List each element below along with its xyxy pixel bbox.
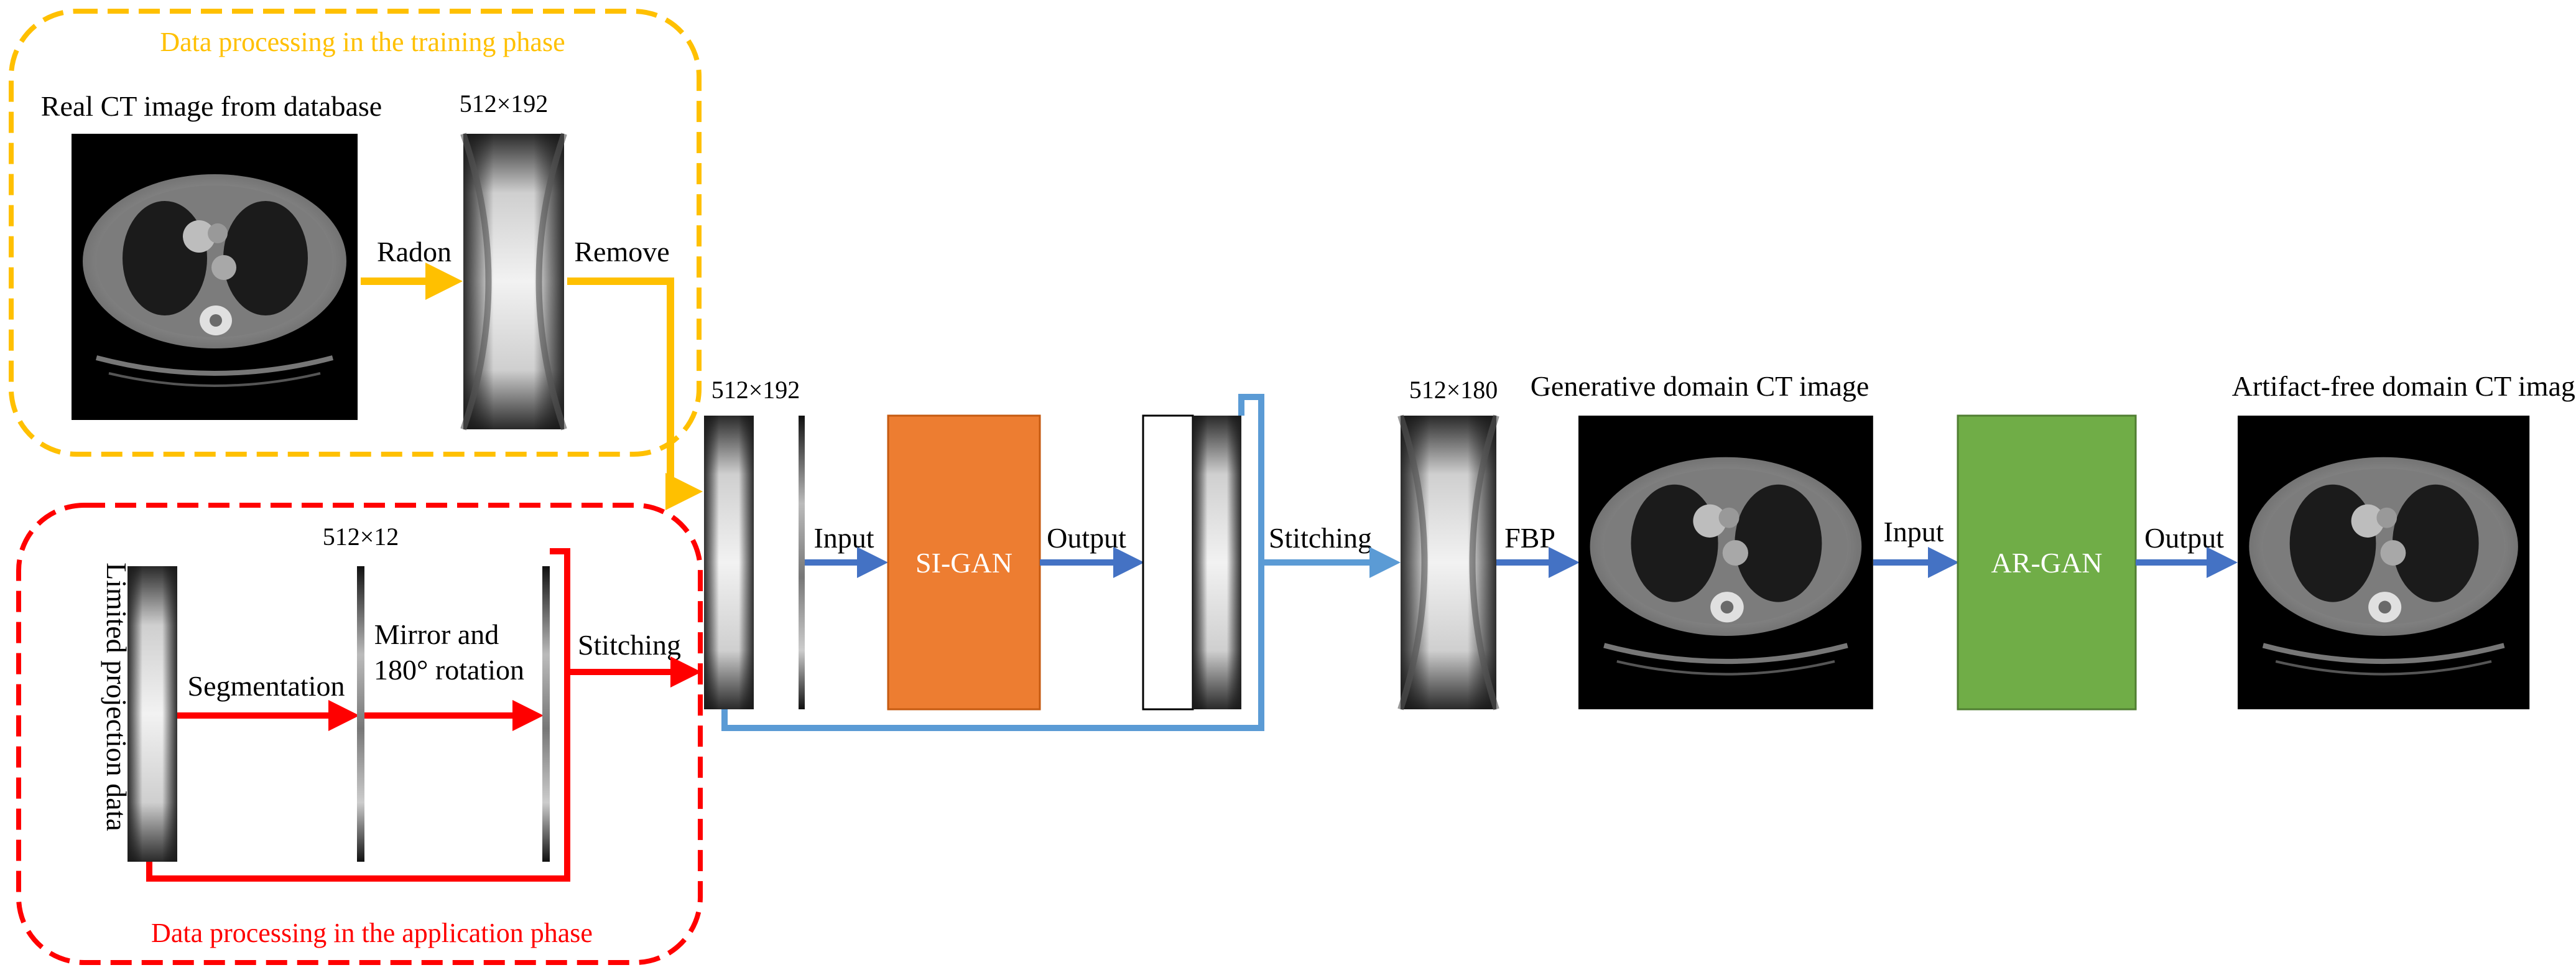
limited-projection-label: Limited projection data <box>101 562 132 831</box>
real-ct-image <box>72 134 358 420</box>
ar-gan-box <box>1957 414 2137 711</box>
ar-gan-label: AR-GAN <box>1991 547 2103 579</box>
strip-image-2 <box>542 566 550 862</box>
remove-label: Remove <box>574 236 669 268</box>
stitch-connector-top <box>1238 394 1264 562</box>
sinogram-image-3 <box>1397 414 1499 711</box>
strip-image-1 <box>357 566 364 862</box>
output-label-1: Output <box>1047 522 1126 554</box>
output-label-2: Output <box>2144 522 2224 554</box>
mirror-label-line2: 180° rotation <box>374 654 524 686</box>
remove-arrow <box>567 277 703 510</box>
dim-12-label: 512×12 <box>323 523 399 551</box>
af-ct-label: Artifact-free domain CT image <box>2232 370 2576 402</box>
segmentation-label: Segmentation <box>188 670 345 702</box>
stitching-arrow-1 <box>550 548 702 688</box>
gen-ct-label: Generative domain CT image <box>1531 370 1869 402</box>
application-phase-box <box>16 503 703 965</box>
stitching-label-2: Stitching <box>1269 522 1372 554</box>
input-label-2: Input <box>1883 516 1944 548</box>
fbp-label: FBP <box>1504 522 1555 554</box>
training-phase-box <box>9 9 702 457</box>
gen-ct-image <box>1578 416 1873 709</box>
stitching-label-1: Stitching <box>578 629 681 661</box>
radon-label: Radon <box>377 236 452 268</box>
mirror-label-line1: Mirror and <box>374 618 499 650</box>
sinogram-image-1 <box>460 133 567 431</box>
bottom-red-connector <box>146 672 570 882</box>
input-label-1: Input <box>813 522 874 554</box>
af-ct-image <box>2238 416 2529 709</box>
real-ct-label: Real CT image from database <box>41 90 382 122</box>
strip-image-3 <box>799 416 805 709</box>
si-gan-box <box>887 414 1041 711</box>
sinogram-dim-label-2: 512×192 <box>711 376 800 404</box>
si-gan-output-image <box>1142 414 1241 711</box>
sinogram-image-2 <box>704 416 754 709</box>
sinogram-dim-label-3: 512×180 <box>1409 376 1498 404</box>
training-phase-caption: Data processing in the training phase <box>160 27 565 57</box>
stitch-connector-bottom <box>721 562 1264 731</box>
application-phase-caption: Data processing in the application phase <box>151 918 593 948</box>
sinogram-dim-label-1: 512×192 <box>460 90 549 118</box>
si-gan-label: SI-GAN <box>915 547 1012 579</box>
limited-projection-image <box>127 566 177 862</box>
